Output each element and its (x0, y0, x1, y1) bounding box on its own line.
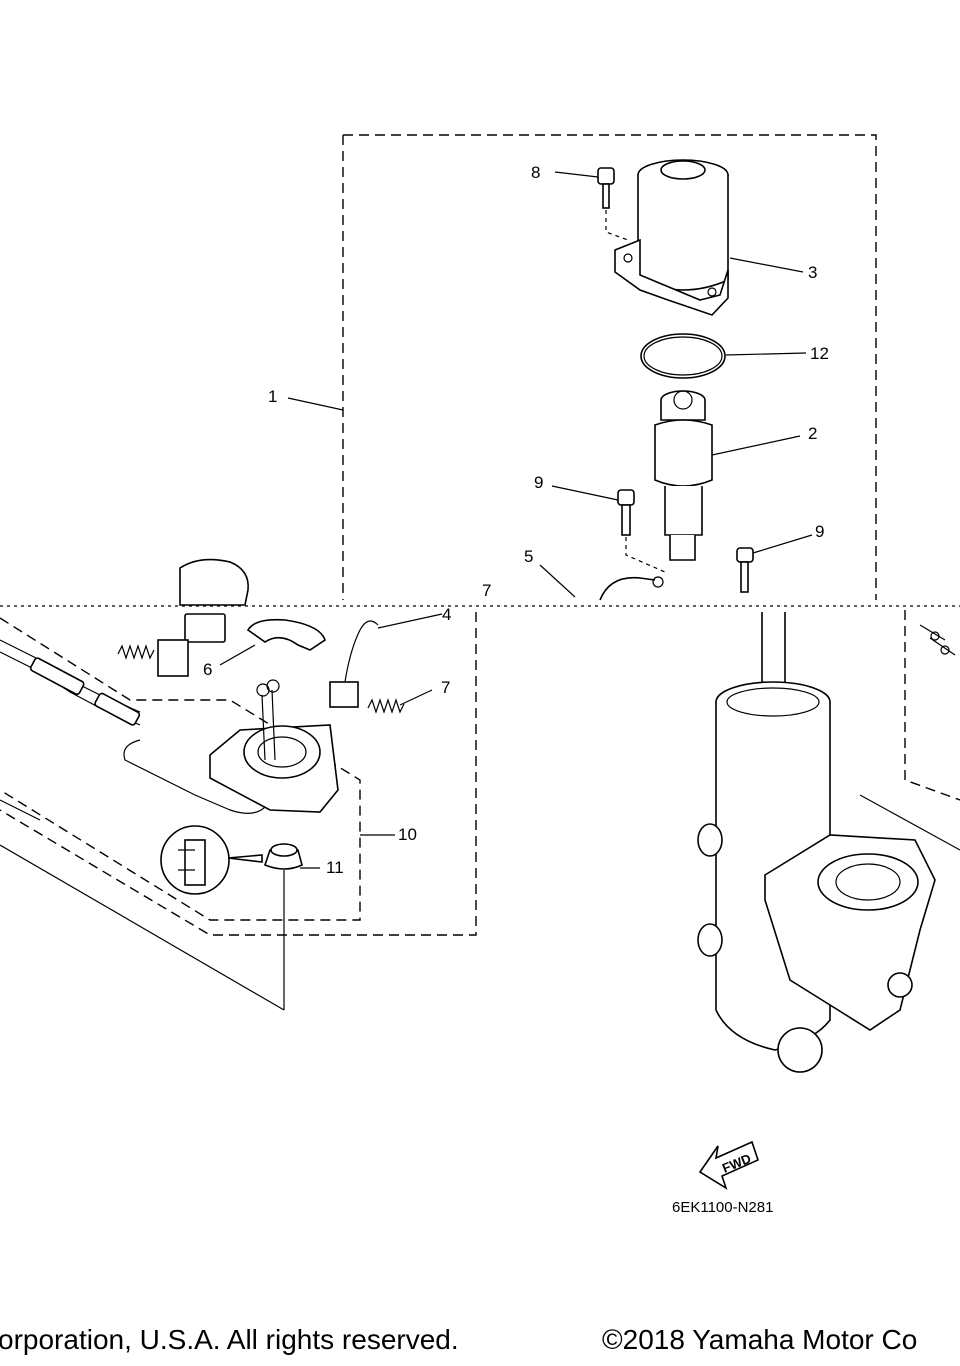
callout-6: 6 (203, 660, 212, 679)
reference-line (0, 844, 285, 1011)
screw-part-8 (597, 167, 629, 241)
screw-part-9a (617, 489, 666, 573)
assembly-box-1 (342, 134, 877, 600)
callout-4: 4 (442, 605, 451, 624)
callout-7a: 7 (482, 581, 491, 600)
callout-12: 12 (810, 344, 829, 363)
lead-part-4 (344, 620, 379, 683)
spring-part-7b (367, 698, 405, 714)
callout-9a: 9 (534, 473, 543, 492)
callout-10: 10 (398, 825, 417, 844)
screw-part-9b (736, 547, 754, 593)
detail-inset (160, 825, 263, 895)
grommet-part-11 (264, 843, 303, 1010)
copyright-footer: orporation, U.S.A. All rights reserved. … (0, 1324, 960, 1364)
motor-part-3 (614, 159, 729, 316)
footer-right-text: ©2018 Yamaha Motor Co (602, 1324, 918, 1355)
pump-part-2 (654, 390, 713, 561)
callout-7b: 7 (441, 678, 450, 697)
tilt-cylinder-housing (697, 612, 960, 1073)
subassembly-box-right (904, 610, 960, 801)
fwd-arrow-icon: FWD (698, 1140, 759, 1190)
plate-part-6 (246, 618, 326, 651)
callout-5: 5 (524, 547, 533, 566)
terminal-lead-right (919, 624, 956, 656)
callout-11: 11 (326, 858, 344, 877)
subassembly-box-outer (0, 612, 477, 936)
cable-bundle (0, 639, 271, 814)
footer-left-text: orporation, U.S.A. All rights reserved. (0, 1324, 459, 1355)
lead-wire-part-5 (599, 576, 656, 601)
callout-3: 3 (808, 263, 817, 282)
callout-1: 1 (268, 387, 277, 406)
leader-lines (219, 171, 813, 869)
diagram-code: 6EK1100-N281 (672, 1199, 773, 1216)
callout-2: 2 (808, 424, 817, 443)
callout-9b: 9 (815, 522, 824, 541)
brush-holder-assembly (157, 558, 359, 708)
subassembly-box-10 (0, 617, 361, 921)
callout-8: 8 (531, 163, 540, 182)
o-ring-part-12 (640, 333, 726, 379)
base-plate-part-10 (209, 679, 339, 813)
spring-part-7a (117, 644, 155, 660)
